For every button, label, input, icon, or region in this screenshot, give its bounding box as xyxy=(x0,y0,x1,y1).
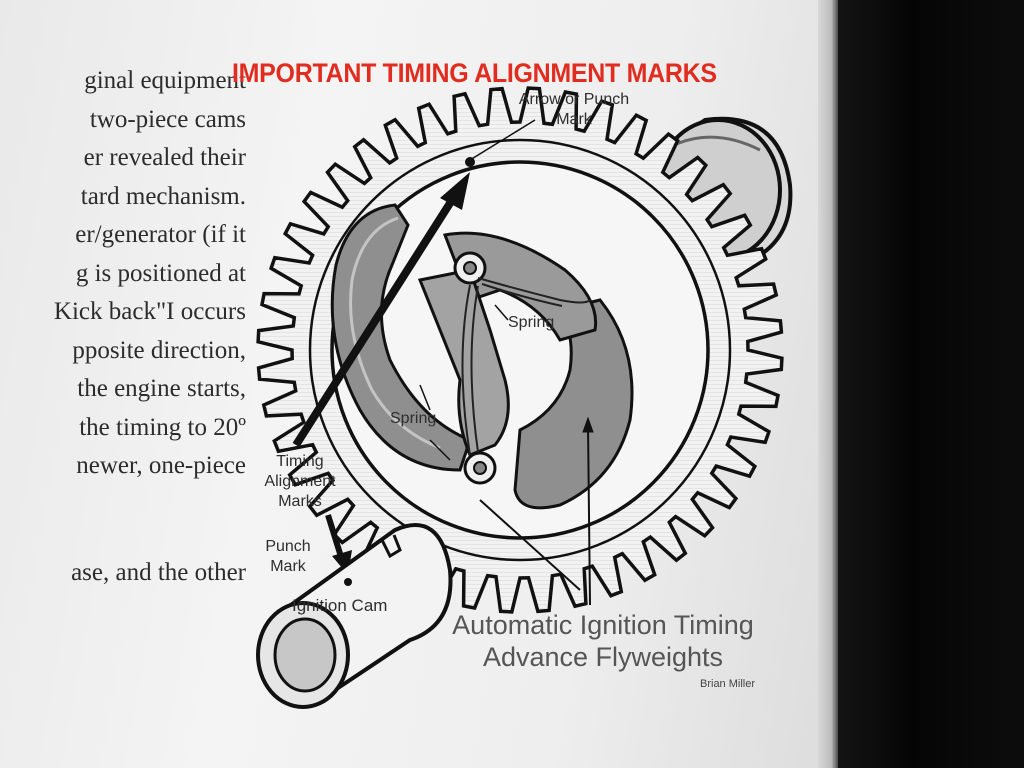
monitor-screen: ginal equipment two-piece cams er reveal… xyxy=(0,0,838,768)
doc-line: ase, and the other xyxy=(71,558,246,586)
label-text: Timing Alignment Marks xyxy=(264,453,336,510)
figure-title: IMPORTANT TIMING ALIGNMENT MARKS xyxy=(232,58,717,89)
label-text: Arrow or Punch Mark xyxy=(518,91,630,128)
ignition-cam-label: Ignition Cam xyxy=(292,596,388,615)
flyweights xyxy=(330,203,634,510)
doc-line: the engine starts, xyxy=(77,375,246,402)
timing-arrow xyxy=(292,157,475,575)
doc-line: the timing to 20º xyxy=(79,413,246,441)
timing-alignment-marks-label: Timing Alignment Marks xyxy=(245,452,355,512)
flyweights-label: Automatic Ignition Timing Advance Flywei… xyxy=(430,609,776,673)
label-text: Punch Mark xyxy=(265,538,311,575)
doc-line: g is positioned at xyxy=(75,259,246,287)
spring-upper-label: Spring xyxy=(508,314,555,331)
timing-gear-diagram xyxy=(256,86,793,709)
doc-line: newer, one-piece xyxy=(76,452,246,479)
arrow-punch-mark-label: Arrow or Punch Mark xyxy=(504,90,644,130)
ignition-cam xyxy=(256,523,453,709)
author-credit: Brian Miller xyxy=(700,678,756,690)
leader-lines xyxy=(419,119,594,606)
doc-line: tard mechanism. xyxy=(80,182,246,210)
doc-line: ginal equipment xyxy=(84,67,246,94)
doc-line: er revealed their xyxy=(83,144,246,171)
doc-line: pposite direction, xyxy=(72,336,246,364)
label-text: Automatic Ignition Timing Advance Flywei… xyxy=(452,610,754,672)
doc-line: two-piece cams xyxy=(89,105,246,133)
punch-mark-label: Punch Mark xyxy=(248,537,328,577)
monitor-bezel xyxy=(838,0,1024,768)
document-text: ginal equipment two-piece cams er reveal… xyxy=(0,62,246,592)
screen-edge xyxy=(818,0,840,768)
spring-lower-label: Spring xyxy=(390,410,437,427)
doc-line: er/generator (if it xyxy=(75,221,246,248)
doc-line: Kick back"I occurs xyxy=(53,298,246,325)
springs xyxy=(461,277,591,456)
